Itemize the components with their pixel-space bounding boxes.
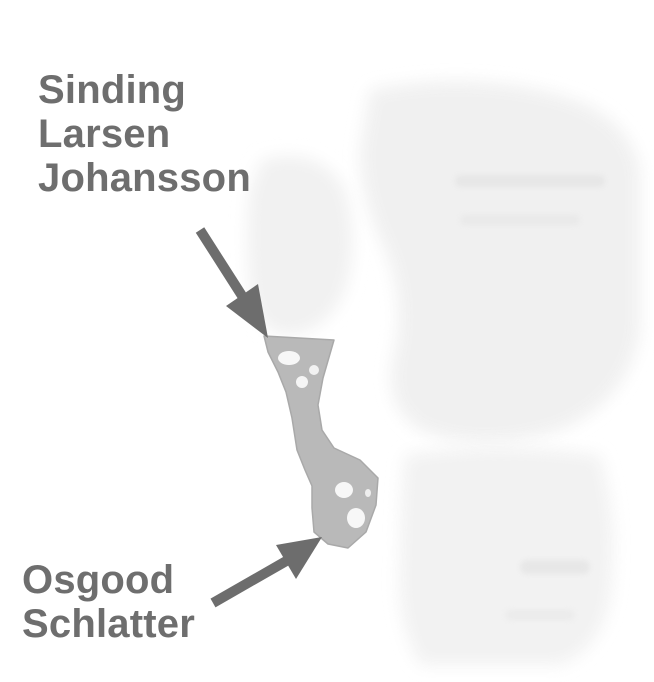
arrow-sinding-larsen-johansson [195, 227, 268, 338]
patella-shadow [247, 156, 353, 335]
tendon-hole [347, 508, 365, 528]
tibia-shadow [399, 447, 614, 665]
label-sinding-larsen-johansson: Sinding Larsen Johansson [38, 68, 251, 200]
label-line: Johansson [38, 156, 251, 200]
label-line: Sinding [38, 68, 187, 112]
tendon-hole [335, 482, 353, 498]
label-osgood-schlatter: Osgood Schlatter [22, 558, 195, 646]
label-line: Schlatter [22, 602, 195, 646]
patellar-tendon [263, 335, 379, 549]
tendon-hole [365, 489, 371, 497]
tendon-hole [278, 351, 300, 365]
label-line: Osgood [22, 558, 175, 602]
faint-text-marks [455, 175, 605, 620]
arrow-osgood-schlatter [210, 537, 322, 608]
tendon-hole [296, 376, 308, 388]
label-line: Larsen [38, 112, 171, 156]
tendon-hole [309, 365, 319, 375]
femur-shadow [360, 81, 640, 443]
